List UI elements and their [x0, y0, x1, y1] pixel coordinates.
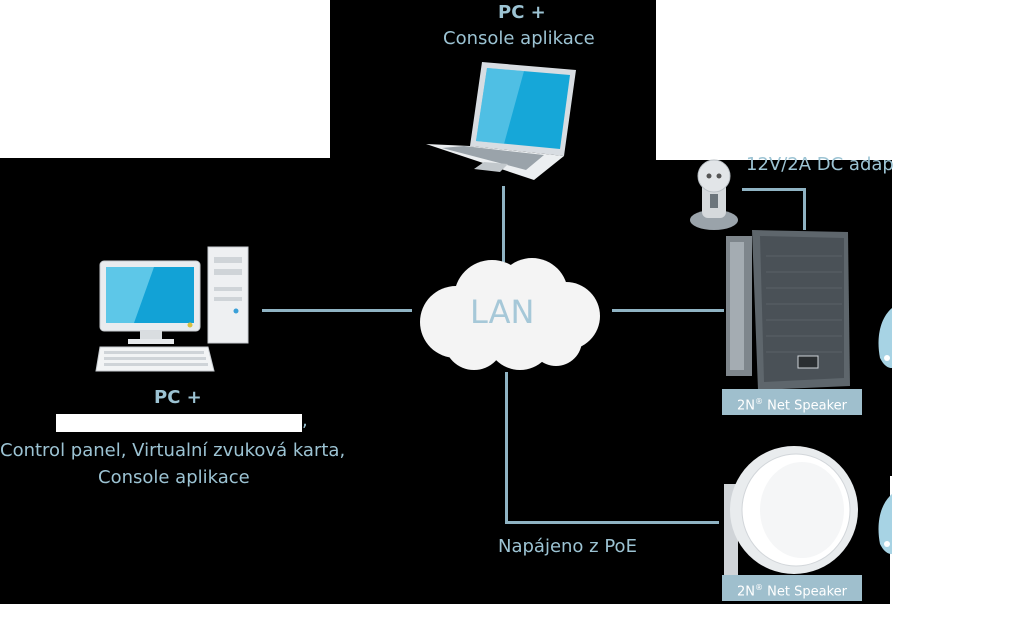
- desktop-pc-icon: [95, 246, 249, 372]
- link-lan-speaker1: [612, 309, 724, 312]
- top-pc-subtitle: Console aplikace: [443, 28, 595, 49]
- link-lan-poe-vertical: [505, 372, 508, 524]
- link-laptop-lan: [502, 186, 505, 262]
- left-pc-line2: Control panel, Virtualní zvuková karta,: [0, 440, 346, 461]
- link-adapter-horizontal: [742, 188, 806, 191]
- left-pc-title: PC +: [154, 387, 202, 408]
- power-adapter-icon: [690, 159, 738, 230]
- adapter-label: 12V/2A DC adap: [746, 154, 894, 175]
- laptop-icon: [426, 62, 576, 180]
- lan-label: LAN: [470, 293, 535, 331]
- speaker-sound-icon: [878, 494, 892, 554]
- poe-label: Napájeno z PoE: [498, 536, 637, 557]
- wall-speaker-icon: [726, 230, 850, 390]
- ceiling-speaker-icon: [724, 446, 858, 578]
- left-pc-line1: ,: [302, 410, 308, 431]
- speaker1-badge: 2N® Net Speaker: [722, 389, 862, 415]
- top-pc-title: PC +: [498, 2, 546, 23]
- link-adapter-vertical: [803, 188, 806, 230]
- obscured-text-bar: [56, 414, 302, 432]
- cloud-icon: [420, 258, 600, 370]
- left-pc-line3: Console aplikace: [98, 467, 250, 488]
- link-desktop-lan: [262, 309, 412, 312]
- speaker2-badge: 2N® Net Speaker: [722, 575, 862, 601]
- speaker-sound-icon: [878, 308, 892, 368]
- link-lan-poe-horizontal: [505, 521, 719, 524]
- left-panel-bg: [0, 158, 330, 604]
